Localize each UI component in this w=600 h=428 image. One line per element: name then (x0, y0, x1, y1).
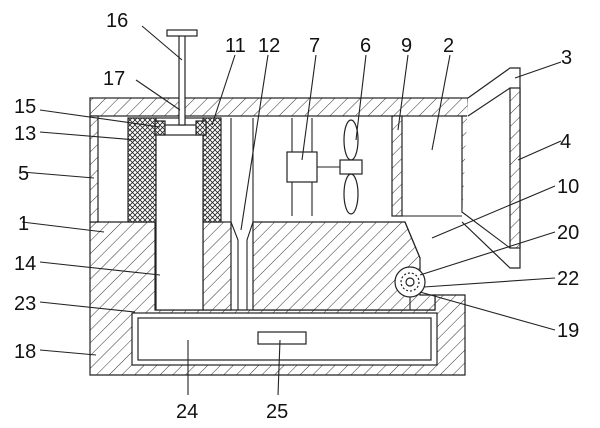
label-3: 3 (561, 47, 572, 69)
label-7: 7 (309, 35, 320, 57)
label-25: 25 (266, 401, 288, 423)
leader-lines (21, 25, 562, 396)
label-5: 5 (18, 163, 29, 185)
label-19: 19 (557, 320, 579, 342)
impeller-20 (394, 266, 426, 310)
label-24: 24 (176, 401, 198, 423)
channel-10 (402, 215, 462, 259)
label-20: 20 (557, 222, 579, 244)
label-4: 4 (560, 131, 571, 153)
label-15: 15 (14, 96, 36, 118)
cylinder-assembly (127, 29, 222, 311)
label-6: 6 (360, 35, 371, 57)
label-9: 9 (401, 35, 412, 57)
label-14: 14 (14, 253, 36, 275)
label-10: 10 (557, 176, 579, 198)
label-16: 16 (106, 10, 128, 32)
label-1: 1 (18, 213, 29, 235)
callout-labels: 16 11 12 7 6 9 2 3 17 15 13 5 4 10 1 20 … (14, 10, 579, 423)
label-11: 11 (225, 35, 246, 57)
label-12: 12 (258, 35, 280, 57)
fan-motor (286, 118, 363, 216)
label-18: 18 (14, 341, 36, 363)
intake-duct (461, 67, 521, 269)
label-22: 22 (557, 268, 579, 290)
label-23: 23 (14, 293, 36, 315)
label-13: 13 (14, 123, 36, 145)
drawer-24 (131, 312, 438, 366)
label-2: 2 (443, 35, 454, 57)
outlet-tube-12 (230, 118, 254, 310)
label-17: 17 (103, 68, 125, 90)
handle-25 (257, 331, 307, 345)
